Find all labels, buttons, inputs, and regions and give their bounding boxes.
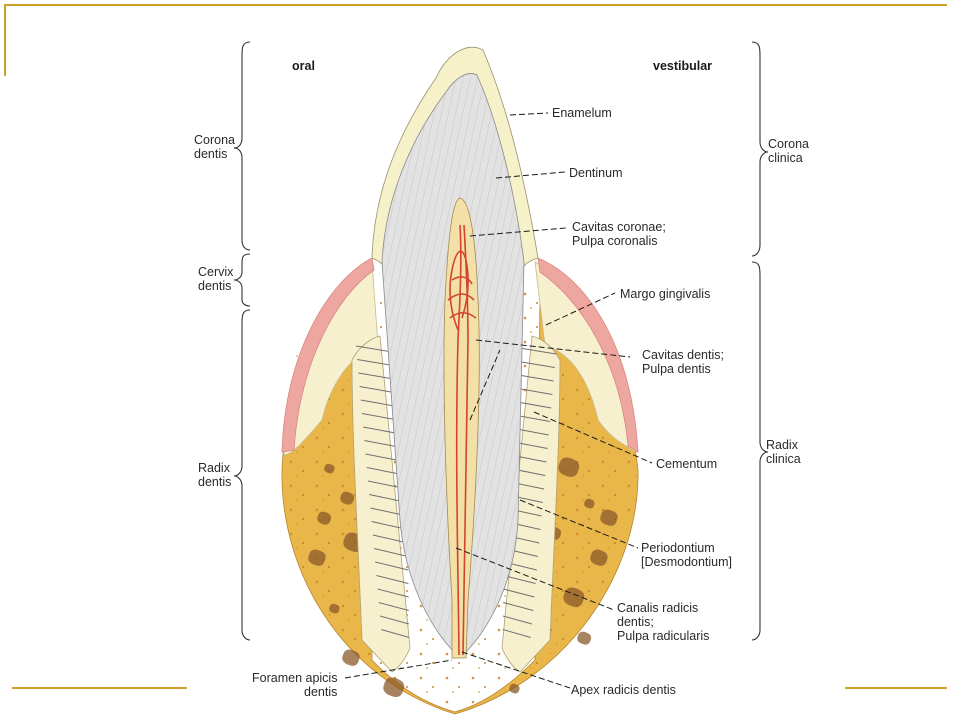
bracket-radix-dentis [233,309,251,641]
label-cavitas-dentis: Cavitas dentis;Pulpa dentis [642,348,724,376]
footer-rule-left [12,687,187,689]
bracket-cervix-dentis [233,253,251,307]
bone-marrow-space [590,549,608,566]
periodontal-fiber [376,575,409,584]
leader-foramen-apicis [344,659,453,679]
bone-marrow-spaces [308,457,618,697]
gingiva-right-margin [537,257,639,453]
slide-frame-left [4,4,6,76]
leader-periodontium [519,499,639,549]
bone-marrow-space [340,491,355,505]
footer-rule-right [845,687,947,689]
pulp-vessel [462,224,469,656]
bone-marrow-space [558,457,580,477]
pulp-vessel [449,250,469,331]
bracket-corona-dentis [233,41,251,251]
periodontal-fiber [502,615,533,625]
leader-enamelum [509,112,549,116]
bone-marrow-space [577,631,592,645]
label-periodontium: Periodontium[Desmodontium] [641,541,732,569]
periodontal-fiber [503,588,535,598]
label-oral: oral [292,59,315,73]
bone-marrow-space [329,603,340,614]
periodontal-fiber [503,575,536,584]
bone-marrow-space [342,649,360,666]
label-apex-radicis: Apex radicis dentis [571,683,676,697]
bracket-corona-clinica [751,41,769,257]
bone-marrow-space [584,498,595,509]
label-cavitas-coronae: Cavitas coronae;Pulpa coronalis [572,220,666,248]
bone-marrow-space [308,549,326,566]
periodontal-fiber [373,548,409,557]
label-margo-gingivalis: Margo gingivalis [620,287,710,301]
pulp-vessel [447,276,477,319]
leader-apex-radicis [461,651,571,689]
periodontal-fiber [379,615,410,625]
periodontal-fiber [378,602,409,611]
gingiva-left-margin [281,257,375,453]
bone-marrow-space [317,511,332,525]
periodontal-ligament-left [351,335,411,673]
label-cementum: Cementum [656,457,717,471]
periodontal-fiber [377,588,409,598]
slide-frame-top [6,4,947,6]
periodontal-fiber [375,561,409,571]
leader-cavitas-coronae [469,227,567,237]
leader-canalis-radicis [455,547,615,611]
bone-marrow-space [509,683,520,694]
label-enamelum: Enamelum [552,106,612,120]
pulp-blood-vessels [447,224,477,656]
leader-cavitas-dentis [469,339,631,421]
bone-marrow-space [324,463,335,474]
leader-dentinum [495,171,566,179]
label-dentinum: Dentinum [569,166,623,180]
periodontal-fiber [502,629,531,638]
bracket-radix-clinica [751,261,769,641]
left-bracket-group [233,41,251,641]
leader-lines [344,112,653,689]
right-bracket-group [751,41,769,641]
bone-marrow-space [600,509,618,526]
leader-cementum [533,411,653,464]
bone-marrow-space [383,677,405,697]
label-vestibular: vestibular [653,59,712,73]
periodontal-fiber [381,629,410,638]
pulp-vessel [455,224,462,656]
leader-margo-gingivalis [545,292,616,326]
periodontal-fiber [372,534,408,544]
periodontal-fiber [503,602,534,611]
